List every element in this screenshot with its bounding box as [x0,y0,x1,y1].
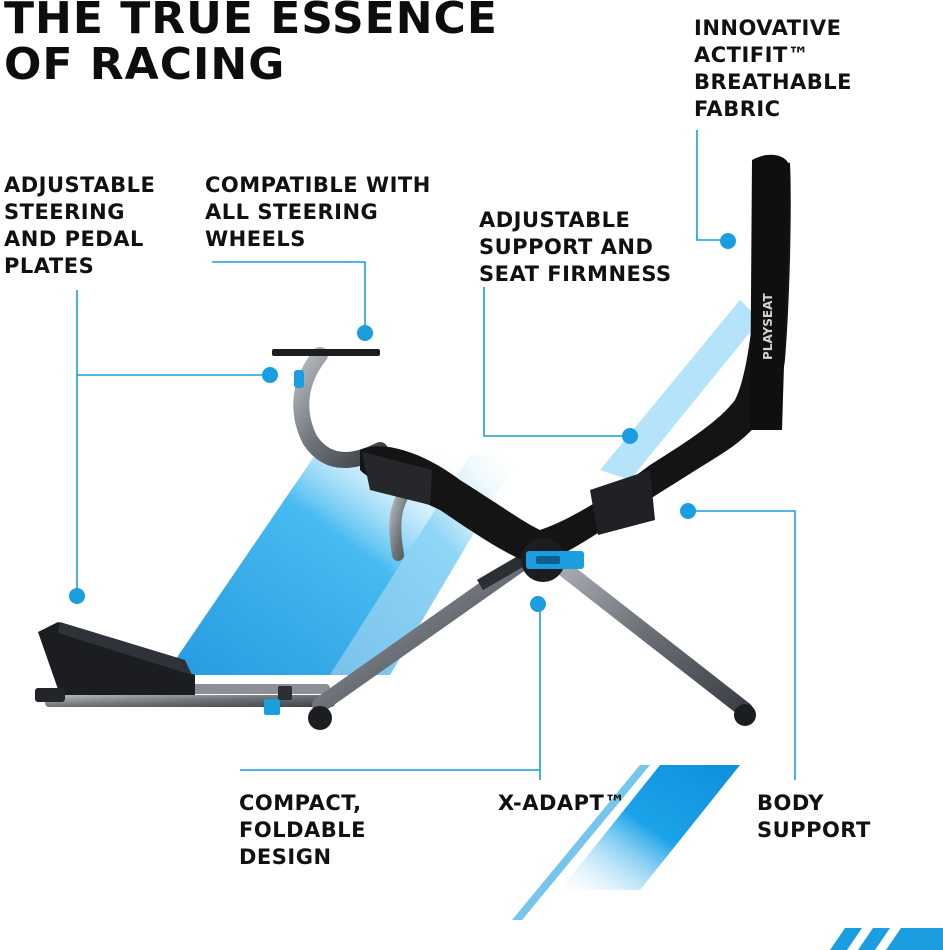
feature-label-xadapt: X-ADAPT™ [498,790,626,817]
pedal-base [35,622,335,715]
feature-line: SEAT FIRMNESS [479,262,672,286]
frame-legs [308,542,756,730]
feature-line: AND PEDAL [4,227,144,251]
seat-fabric: PLAYSEAT [360,154,791,565]
feature-line: ADJUSTABLE [4,173,156,197]
feature-line: STEERING [4,200,125,224]
feature-label-body: BODY SUPPORT [757,790,871,844]
feature-line: BODY [757,791,824,815]
playseat-logo: PLAYSEAT [761,293,775,360]
callout-lines [76,130,796,780]
feature-label-firmness: ADJUSTABLE SUPPORT AND SEAT FIRMNESS [479,207,672,288]
feature-line: SUPPORT [757,818,871,842]
feature-line: ACTIFIT™ [694,43,810,67]
feature-line: X-ADAPT™ [498,791,626,815]
feature-line: COMPACT, [239,791,362,815]
feature-line: WHEELS [205,227,306,251]
callout-dots [69,233,736,612]
steering-column [272,347,421,561]
feature-label-fabric: INNOVATIVE ACTIFIT™ BREATHABLE FABRIC [694,15,852,123]
feature-line: ALL STEERING [205,200,379,224]
feature-line: DESIGN [239,845,332,869]
feature-line: PLATES [4,254,95,278]
feature-label-wheels: COMPATIBLE WITH ALL STEERING WHEELS [205,172,431,253]
feature-line: COMPATIBLE WITH [205,173,431,197]
x-adapt-hinge [521,538,584,582]
feature-line: BREATHABLE [694,70,853,94]
feature-label-compact: COMPACT, FOLDABLE DESIGN [239,790,366,871]
feature-line: FOLDABLE [239,818,366,842]
headline-line-1: THE TRUE ESSENCE [4,0,498,44]
headline-line-2: OF RACING [4,39,286,90]
feature-line: FABRIC [694,97,781,121]
feature-line: SUPPORT AND [479,235,654,259]
headline: THE TRUE ESSENCE OF RACING [4,0,498,88]
feature-line: ADJUSTABLE [479,208,631,232]
feature-label-plates: ADJUSTABLE STEERING AND PEDAL PLATES [4,172,155,280]
feature-line: INNOVATIVE [694,16,842,40]
